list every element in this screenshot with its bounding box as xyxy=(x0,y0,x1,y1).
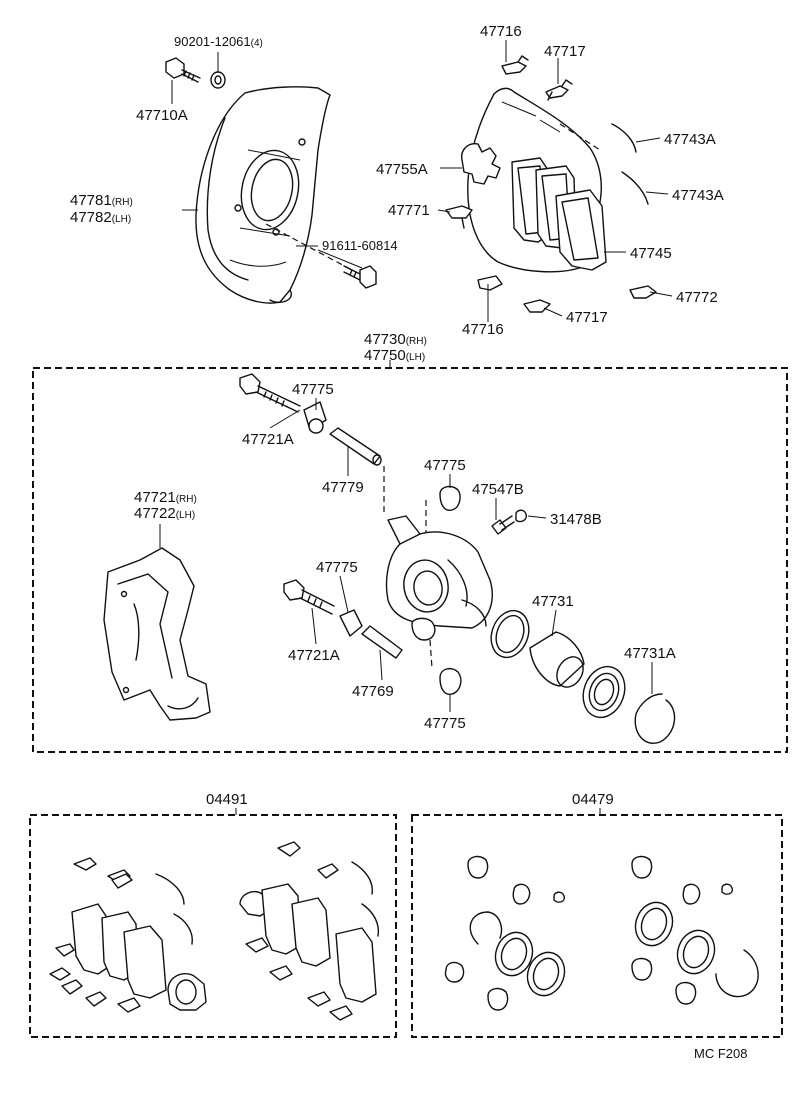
label-47775-1: 47775 xyxy=(292,381,334,398)
snap-ring-47731a-drawing xyxy=(634,693,676,744)
bolt-47710a-drawing xyxy=(165,57,201,83)
part-labels: 90201-12061(4) 47710A 47781(RH) 47782(LH… xyxy=(70,23,747,1061)
bleeder-47547b-drawing xyxy=(491,515,515,535)
boot-ring-drawing xyxy=(582,665,626,719)
label-47722: 47722(LH) xyxy=(134,505,195,522)
footer-code: MC F208 xyxy=(694,1046,747,1061)
kit-04479-frame xyxy=(411,814,783,1038)
pad-clips-drawing xyxy=(445,55,657,313)
label-47772: 47772 xyxy=(676,289,718,306)
boot-47775-top-drawing xyxy=(303,401,327,434)
label-04479: 04479 xyxy=(572,791,614,808)
cap-31478b-drawing xyxy=(515,509,528,523)
pin-47779-drawing xyxy=(329,427,382,466)
label-47750: 47750(LH) xyxy=(364,347,425,364)
label-47731: 47731 xyxy=(532,593,574,610)
caliper-body-drawing xyxy=(383,466,493,629)
label-47730: 47730(RH) xyxy=(364,331,427,348)
pin-bolt-47721a-top-drawing xyxy=(239,373,301,413)
label-47769: 47769 xyxy=(352,683,394,700)
label-91611: 91611-60814 xyxy=(322,238,398,253)
label-47710a: 47710A xyxy=(136,107,188,124)
boot-47775-bottom-drawing xyxy=(411,617,462,695)
pin-bolt-47721a-bottom-drawing xyxy=(283,579,335,615)
label-47716-bottom: 47716 xyxy=(462,321,504,338)
label-04491: 04491 xyxy=(206,791,248,808)
bolt-91611-drawing xyxy=(265,223,377,289)
pad-caliper-outline-drawing xyxy=(467,87,602,273)
pin-47769-drawing xyxy=(361,625,403,659)
boot-47775-right-drawing xyxy=(439,485,461,511)
label-47721: 47721(RH) xyxy=(134,489,197,506)
label-47743a-1: 47743A xyxy=(664,131,716,148)
label-47782: 47782(LH) xyxy=(70,209,131,226)
label-47775-2: 47775 xyxy=(424,457,466,474)
shim-47743a-drawing xyxy=(611,123,649,205)
label-47775-4: 47775 xyxy=(424,715,466,732)
boot-47775-lower-drawing xyxy=(339,609,363,637)
label-47717-top: 47717 xyxy=(544,43,586,60)
label-47716-top: 47716 xyxy=(480,23,522,40)
brake-pad-47745-drawing xyxy=(555,189,607,271)
label-47755a: 47755A xyxy=(376,161,428,178)
label-47743a-2: 47743A xyxy=(672,187,724,204)
kit-04491-frame xyxy=(29,814,397,1038)
label-47721a-top: 47721A xyxy=(242,431,294,448)
label-47547b: 47547B xyxy=(472,481,524,498)
leader-lines xyxy=(159,40,673,815)
mounting-bracket-drawing xyxy=(103,547,211,721)
piston-drawing xyxy=(529,631,585,688)
label-47771: 47771 xyxy=(388,202,430,219)
label-31478b: 31478B xyxy=(550,511,602,528)
label-47781: 47781(RH) xyxy=(70,192,133,209)
dust-cover-drawing xyxy=(195,86,331,304)
label-47745: 47745 xyxy=(630,245,672,262)
anti-squeal-plate-drawing xyxy=(461,143,501,185)
caliper-assembly-frame xyxy=(32,367,788,753)
label-90201: 90201-12061(4) xyxy=(174,34,263,49)
label-47779: 47779 xyxy=(322,479,364,496)
kit-04491-parts-drawing xyxy=(49,841,380,1021)
label-47717-bottom: 47717 xyxy=(566,309,608,326)
label-47775-3: 47775 xyxy=(316,559,358,576)
kit-04479-parts-drawing xyxy=(444,855,759,1011)
seal-47731-drawing xyxy=(490,609,530,659)
label-47731a: 47731A xyxy=(624,645,676,662)
label-47721a-bottom: 47721A xyxy=(288,647,340,664)
nut-90201-drawing xyxy=(210,71,226,89)
